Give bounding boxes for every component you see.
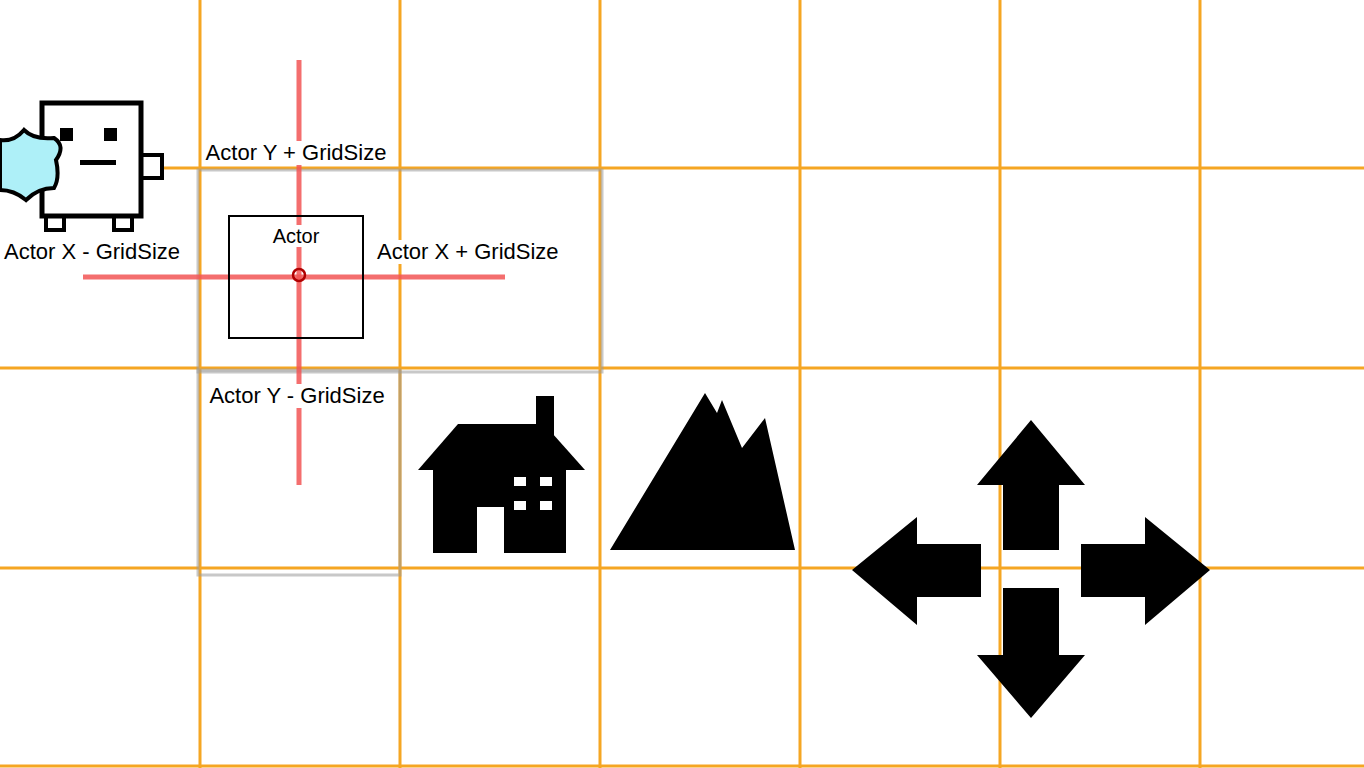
mountain-icon [610, 393, 795, 550]
offset-label: Actor X + GridSize [376, 240, 560, 264]
neighbor-cells [198, 170, 602, 575]
actor-box: Actor [228, 215, 364, 339]
robot-character [0, 103, 162, 230]
node-title: Actor [271, 225, 322, 247]
offset-label: Actor Y - GridSize [208, 384, 385, 408]
axis-cross [83, 60, 505, 485]
offset-label: Actor X - GridSize [3, 240, 181, 264]
house-icon [418, 396, 585, 555]
arrow-keys-icon [852, 420, 1210, 718]
origin-dot [293, 269, 305, 281]
offset-label: Actor Y + GridSize [205, 141, 388, 165]
